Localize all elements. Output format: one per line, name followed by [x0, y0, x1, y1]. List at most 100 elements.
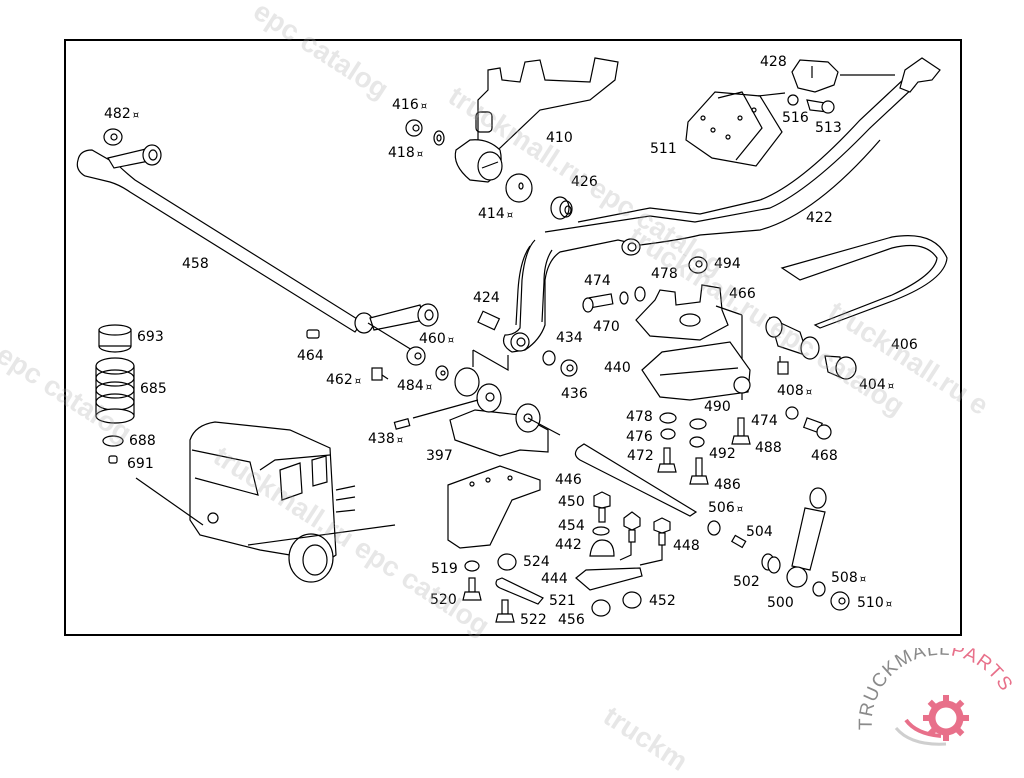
part-number: 454 [558, 518, 585, 534]
part-label-506[interactable]: 506¤ [708, 501, 743, 515]
part-label-456[interactable]: 456 [558, 613, 585, 627]
part-drawing-488 [731, 417, 751, 445]
part-number: 440 [604, 360, 631, 376]
part-label-520[interactable]: 520 [430, 593, 457, 607]
part-label-468[interactable]: 468 [811, 449, 838, 463]
part-label-446[interactable]: 446 [555, 473, 582, 487]
part-drawing-502 [761, 553, 781, 574]
part-label-508[interactable]: 508¤ [831, 571, 866, 585]
part-number: 418 [388, 145, 415, 161]
part-label-448[interactable]: 448 [673, 539, 700, 553]
part-label-410[interactable]: 410 [546, 131, 573, 145]
part-drawing-490 [689, 418, 707, 430]
part-label-450[interactable]: 450 [558, 495, 585, 509]
part-label-426[interactable]: 426 [571, 175, 598, 189]
part-label-522[interactable]: 522 [520, 613, 547, 627]
part-label-513[interactable]: 513 [815, 121, 842, 135]
part-number: 450 [558, 494, 585, 510]
part-label-397[interactable]: 397 [426, 449, 453, 463]
part-label-460[interactable]: 460¤ [419, 332, 454, 346]
part-label-484[interactable]: 484¤ [397, 379, 432, 393]
part-label-464[interactable]: 464 [297, 349, 324, 363]
part-label-422[interactable]: 422 [806, 211, 833, 225]
part-label-418[interactable]: 418¤ [388, 146, 423, 160]
part-drawing-bracket [447, 465, 541, 549]
part-label-414[interactable]: 414¤ [478, 207, 513, 221]
part-number: 516 [782, 110, 809, 126]
part-label-458[interactable]: 458 [182, 257, 209, 271]
part-label-511[interactable]: 511 [650, 142, 677, 156]
part-label-488[interactable]: 488 [755, 441, 782, 455]
part-drawing-454 [592, 526, 610, 536]
part-label-442[interactable]: 442 [555, 538, 582, 552]
part-label-693[interactable]: 693 [137, 330, 164, 344]
part-number: 438 [368, 431, 395, 447]
part-label-436[interactable]: 436 [561, 387, 588, 401]
part-label-691[interactable]: 691 [127, 457, 154, 471]
part-label-476[interactable]: 476 [626, 430, 653, 444]
part-label-404[interactable]: 404¤ [859, 378, 894, 392]
part-number: 460 [419, 331, 446, 347]
part-drawing-414 [505, 173, 533, 203]
part-number: 524 [523, 554, 550, 570]
part-drawing-438 [393, 418, 411, 430]
part-number: 513 [815, 120, 842, 136]
part-label-685[interactable]: 685 [140, 382, 167, 396]
part-label-444[interactable]: 444 [541, 572, 568, 586]
part-label-504[interactable]: 504 [746, 525, 773, 539]
part-label-424[interactable]: 424 [473, 291, 500, 305]
part-label-478[interactable]: 478 [651, 267, 678, 281]
part-label-462[interactable]: 462¤ [326, 373, 361, 387]
part-number: 494 [714, 256, 741, 272]
part-label-688[interactable]: 688 [129, 434, 156, 448]
part-label-474[interactable]: 474 [584, 274, 611, 288]
part-drawing-519 [464, 560, 480, 572]
part-label-428[interactable]: 428 [760, 55, 787, 69]
part-label-474b[interactable]: 474 [751, 414, 778, 428]
part-number: 434 [556, 330, 583, 346]
part-drawing-494 [688, 256, 708, 274]
part-label-440[interactable]: 440 [604, 361, 631, 375]
part-label-408[interactable]: 408¤ [777, 384, 812, 398]
part-label-454[interactable]: 454 [558, 519, 585, 533]
part-label-516[interactable]: 516 [782, 111, 809, 125]
part-number: 486 [714, 477, 741, 493]
part-label-500[interactable]: 500 [767, 596, 794, 610]
part-label-492[interactable]: 492 [709, 447, 736, 461]
part-label-406[interactable]: 406 [891, 338, 918, 352]
part-label-486[interactable]: 486 [714, 478, 741, 492]
part-drawing-458 [76, 144, 363, 333]
part-label-510[interactable]: 510¤ [857, 596, 892, 610]
part-label-524[interactable]: 524 [523, 555, 550, 569]
part-drawing-422 [502, 57, 941, 353]
part-label-494[interactable]: 494 [714, 257, 741, 271]
part-label-482[interactable]: 482¤ [104, 107, 139, 121]
part-label-478b[interactable]: 478 [626, 410, 653, 424]
marker-symbol: ¤ [354, 376, 362, 387]
part-number: 506 [708, 500, 735, 516]
part-drawing-524 [497, 553, 517, 571]
part-label-438[interactable]: 438¤ [368, 432, 403, 446]
part-label-452[interactable]: 452 [649, 594, 676, 608]
truckmall-parts-logo[interactable]: TRUCKMALLPARTS [850, 648, 1020, 748]
marker-symbol: ¤ [132, 110, 140, 121]
part-label-519[interactable]: 519 [431, 562, 458, 576]
part-label-472[interactable]: 472 [627, 449, 654, 463]
part-label-521[interactable]: 521 [549, 594, 576, 608]
part-label-502[interactable]: 502 [733, 575, 760, 589]
part-number: 428 [760, 54, 787, 70]
part-drawing-452 [622, 591, 642, 609]
part-drawing-486 [689, 457, 709, 485]
part-number: 472 [627, 448, 654, 464]
part-drawing-484 [435, 365, 449, 381]
part-label-490[interactable]: 490 [704, 400, 731, 414]
part-number: 464 [297, 348, 324, 364]
part-number: 468 [811, 448, 838, 464]
part-number: 685 [140, 381, 167, 397]
part-drawing-442 [589, 539, 615, 557]
part-label-470[interactable]: 470 [593, 320, 620, 334]
part-label-466[interactable]: 466 [729, 287, 756, 301]
part-number: 410 [546, 130, 573, 146]
part-label-434[interactable]: 434 [556, 331, 583, 345]
part-label-416[interactable]: 416¤ [392, 98, 427, 112]
